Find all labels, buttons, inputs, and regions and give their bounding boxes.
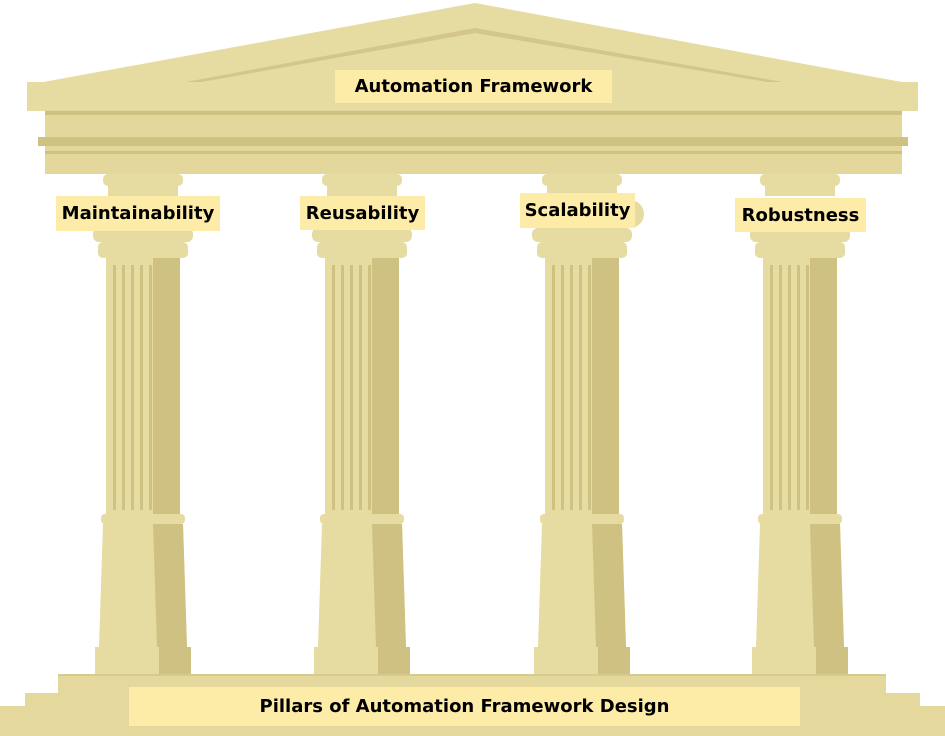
pillar-label-reusability: Reusability [300, 196, 425, 230]
roof-label: Automation Framework [335, 70, 612, 103]
pillar-label-scalability: Scalability [520, 193, 635, 228]
base-label: Pillars of Automation Framework Design [129, 687, 800, 726]
pillar-label-robustness: Robustness [735, 198, 866, 232]
column [520, 174, 644, 675]
column [738, 174, 862, 675]
pillar-label-maintainability: Maintainability [56, 196, 220, 231]
column [81, 174, 205, 675]
column [300, 174, 424, 675]
